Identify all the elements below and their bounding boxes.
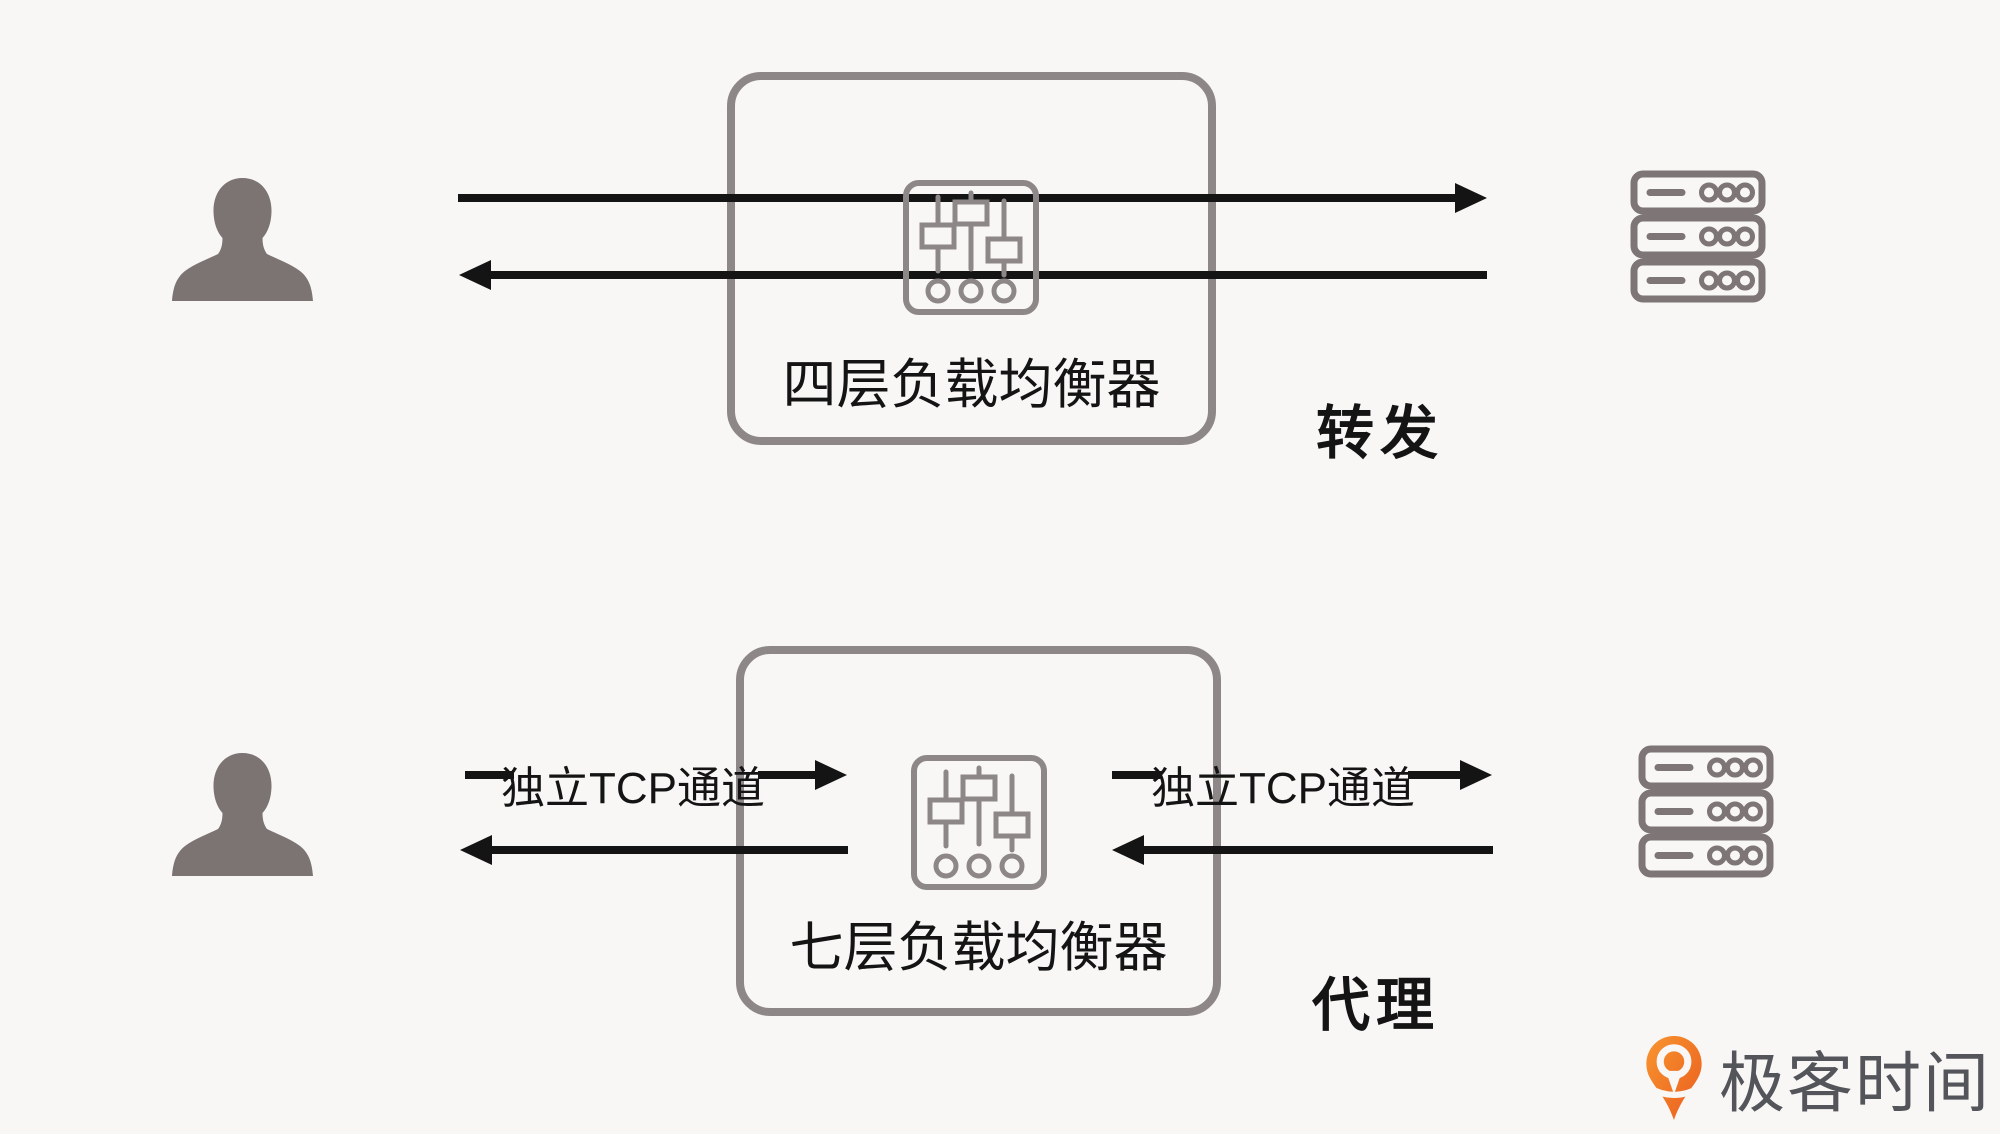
right-channel-dash-line [1112, 771, 1162, 779]
geektime-logo: 极客时间 [1645, 1030, 1991, 1126]
right-channel-label: 独立TCP通道 [1151, 764, 1415, 813]
l4-request-arrowhead-icon [1455, 183, 1487, 213]
left-channel-label: 独立TCP通道 [501, 764, 765, 813]
right-return-arrowhead-icon [1112, 835, 1144, 865]
l4-response-arrow-line [489, 271, 1487, 279]
person-icon [172, 178, 313, 301]
server-rack-icon [1638, 745, 1774, 878]
server-rack-icon [1630, 170, 1766, 303]
left-return-arrow-line [490, 846, 848, 854]
left-return-arrowhead-icon [460, 835, 492, 865]
person-icon [172, 753, 313, 876]
load-balancer-sliders-icon [903, 180, 1039, 315]
l4-balancer-box [727, 72, 1216, 445]
right-return-arrow-line [1142, 846, 1493, 854]
load-balancer-sliders-icon [911, 755, 1047, 890]
l4-balancer-label: 四层负载均衡器 [782, 355, 1161, 415]
geektime-logo-icon [1645, 1036, 1703, 1120]
left-channel-arrowhead-icon [815, 760, 847, 790]
geektime-logo-text: 极客时间 [1719, 1046, 1991, 1120]
right-channel-arrow-line [1408, 771, 1460, 779]
l4-response-arrowhead-icon [459, 260, 491, 290]
right-channel-arrowhead-icon [1460, 760, 1492, 790]
forward-mode-label: 转发 [1315, 401, 1444, 466]
l4-request-arrow-line [458, 194, 1458, 202]
l7-balancer-box [736, 646, 1221, 1016]
left-channel-arrow-line [758, 771, 815, 779]
proxy-mode-label: 代理 [1311, 973, 1440, 1038]
left-channel-dash-line [465, 771, 514, 779]
l7-balancer-label: 七层负载均衡器 [789, 918, 1168, 978]
